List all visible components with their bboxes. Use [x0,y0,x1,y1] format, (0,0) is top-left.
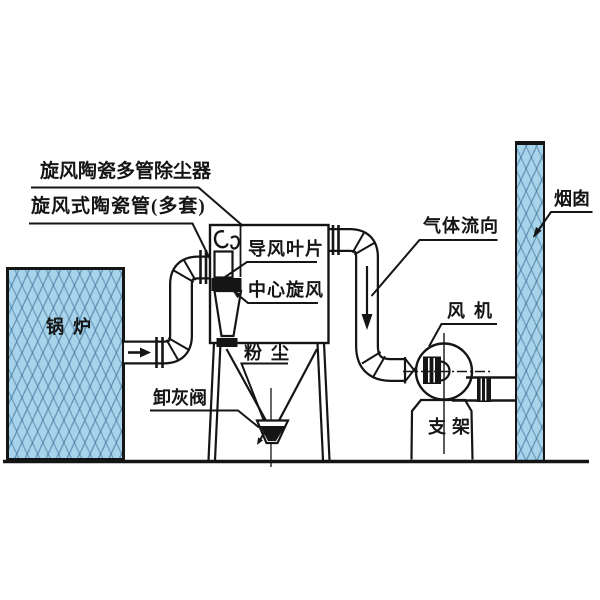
hopper-stand [207,342,331,467]
label-dust: 粉尘 [244,343,298,363]
label-support: 支架 [428,417,476,437]
label-fan: 风机 [447,301,501,321]
label-boiler: 锅炉 [46,317,100,337]
label-chimney: 烟囱 [554,189,590,209]
label-guide-vanes: 导风叶片 [248,239,324,259]
ash-valve [255,419,290,445]
label-leaders [29,186,593,429]
elbow-segment-ticks [165,231,386,378]
label-ceramic-tubes: 旋风式陶瓷管(多套) [31,196,206,217]
collector-housing [208,223,330,345]
label-collector: 旋风陶瓷多管除尘器 [40,161,212,182]
cyclone-tube [211,230,243,347]
boiler-to-collector-pipe [124,255,211,365]
fan-support [410,398,474,460]
chimney-block [515,141,545,462]
label-center-cyclone: 中心旋风 [248,280,324,300]
pipe-flanges [155,225,340,368]
label-gas-flow: 气体流向 [423,216,499,236]
boiler-block [6,267,125,461]
flow-arrow-icon [128,266,373,358]
label-ash-valve: 卸灰阀 [153,388,207,408]
